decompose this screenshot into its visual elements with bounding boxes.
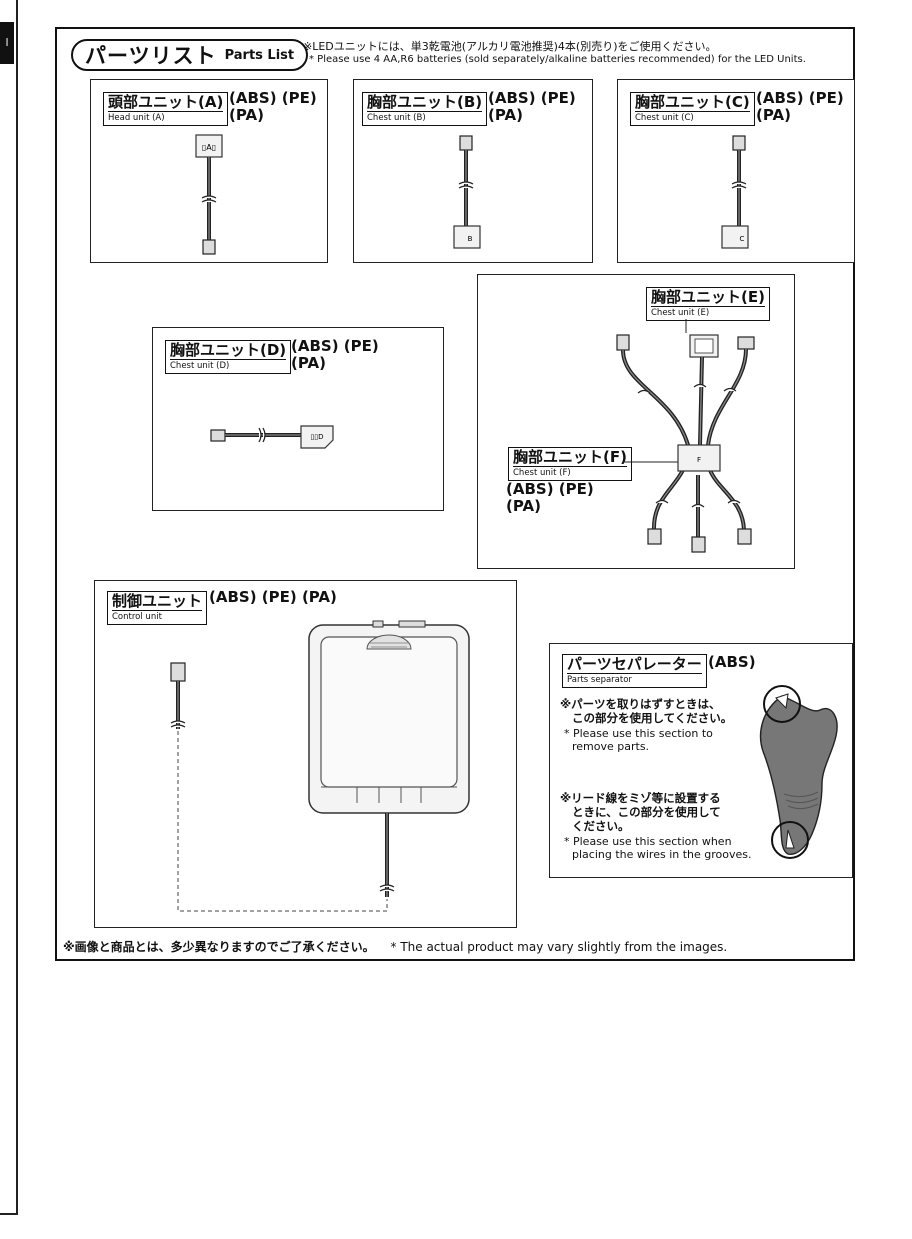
control-unit-name-jp: 制御ユニット: [112, 592, 203, 610]
page-edge-strip: l: [0, 0, 18, 1215]
unit-f-materials: (ABS) (PE) (PA): [506, 481, 594, 515]
edge-tab: l: [0, 22, 14, 64]
unit-f-mat-line2: (PA): [506, 497, 541, 515]
control-unit-label: 制御ユニット Control unit: [107, 591, 208, 625]
control-unit-panel: 制御ユニット Control unit (ABS) (PE) (PA): [94, 580, 517, 928]
unit-b-wire-illustration: B: [453, 135, 481, 249]
unit-c-mat-line1: (ABS) (PE): [756, 89, 844, 107]
svg-text:▯A▯: ▯A▯: [202, 143, 216, 152]
unit-f-name-jp: 胸部ユニット(F): [513, 448, 627, 466]
unit-b-label: 胸部ユニット(B) Chest unit (B): [362, 92, 488, 126]
svg-text:B: B: [468, 235, 473, 243]
unit-a-name-jp: 頭部ユニット(A): [108, 93, 224, 111]
unit-ef-panel: 胸部ユニット(E) Chest unit (E) 胸部ユニット(F) Chest…: [477, 274, 795, 569]
unit-a-wire-illustration: ▯A▯: [195, 134, 223, 255]
parts-list-sheet: パーツリスト Parts List ※LEDユニットには、単3乾電池(アルカリ電…: [55, 27, 855, 961]
control-unit-name-en: Control unit: [112, 610, 203, 622]
unit-d-panel: 胸部ユニット(D) Chest unit (D) (ABS) (PE) (PA)…: [152, 327, 444, 511]
unit-b-name-en: Chest unit (B): [367, 111, 483, 123]
unit-f-mat-line1: (ABS) (PE): [506, 480, 594, 498]
unit-b-mat-line1: (ABS) (PE): [488, 89, 576, 107]
control-unit-illustration: [170, 620, 470, 912]
separator-note2-jp-2: ときに、この部分を使用して: [572, 805, 721, 819]
separator-note1-jp-2: この部分を使用してください。: [572, 711, 733, 725]
battery-notice-en: * Please use 4 AA,R6 batteries (sold sep…: [309, 54, 806, 65]
separator-name-en: Parts separator: [567, 673, 702, 685]
title-jp: パーツリスト: [85, 44, 217, 68]
title-en: Parts List: [224, 47, 295, 63]
unit-b-name-jp: 胸部ユニット(B): [367, 93, 483, 111]
unit-a-panel: 頭部ユニット(A) Head unit (A) (ABS) (PE) (PA) …: [90, 79, 328, 263]
unit-d-wire-illustration: ▯▯D: [210, 425, 334, 449]
separator-note2-jp-3: ください。: [572, 819, 630, 833]
unit-a-name-en: Head unit (A): [108, 111, 224, 123]
unit-e-name-en: Chest unit (E): [651, 306, 765, 318]
svg-text:F: F: [697, 456, 701, 464]
unit-c-name-jp: 胸部ユニット(C): [635, 93, 750, 111]
parts-separator-panel: パーツセパレーター Parts separator (ABS) ※パーツを取りは…: [549, 643, 853, 878]
unit-b-panel: 胸部ユニット(B) Chest unit (B) (ABS) (PE) (PA)…: [353, 79, 593, 263]
unit-c-label: 胸部ユニット(C) Chest unit (C): [630, 92, 755, 126]
separator-note1-en-2: remove parts.: [572, 740, 650, 753]
unit-c-materials: (ABS) (PE) (PA): [756, 90, 844, 124]
unit-c-panel: 胸部ユニット(C) Chest unit (C) (ABS) (PE) (PA)…: [617, 79, 855, 263]
unit-e-name-jp: 胸部ユニット(E): [651, 288, 765, 306]
svg-text:C: C: [740, 235, 745, 243]
unit-d-label: 胸部ユニット(D) Chest unit (D): [165, 340, 292, 374]
unit-a-materials: (ABS) (PE) (PA): [229, 90, 317, 124]
parts-list-title: パーツリスト Parts List: [71, 39, 309, 71]
disclaimer-footer: ※画像と商品とは、多少異なりますのでご了承ください。 * The actual …: [63, 938, 727, 955]
unit-a-mat-line2: (PA): [229, 106, 264, 124]
separator-note2-en-2: placing the wires in the grooves.: [572, 848, 752, 861]
unit-d-name-en: Chest unit (D): [170, 359, 287, 371]
unit-b-mat-line2: (PA): [488, 106, 523, 124]
control-unit-materials: (ABS) (PE) (PA): [209, 588, 337, 606]
separator-note1-en-1: * Please use this section to: [564, 727, 713, 740]
unit-b-materials: (ABS) (PE) (PA): [488, 90, 576, 124]
unit-c-name-en: Chest unit (C): [635, 111, 750, 123]
separator-note1-jp-1: ※パーツを取りはずすときは、: [560, 697, 721, 711]
svg-text:▯▯D: ▯▯D: [310, 433, 323, 441]
separator-materials: (ABS): [708, 653, 756, 671]
unit-d-name-jp: 胸部ユニット(D): [170, 341, 287, 359]
disclaimer-jp: ※画像と商品とは、多少異なりますのでご了承ください。: [63, 940, 375, 954]
unit-a-label: 頭部ユニット(A) Head unit (A): [103, 92, 229, 126]
unit-c-wire-illustration: C: [721, 135, 749, 249]
unit-d-mat-line1: (ABS) (PE): [291, 337, 379, 355]
battery-notice-jp: ※LEDユニットには、単3乾電池(アルカリ電池推奨)4本(別売り)をご使用くださ…: [303, 40, 717, 53]
unit-f-name-en: Chest unit (F): [513, 466, 627, 478]
separator-name-jp: パーツセパレーター: [567, 655, 702, 673]
unit-e-label: 胸部ユニット(E) Chest unit (E): [646, 287, 770, 321]
unit-c-mat-line2: (PA): [756, 106, 791, 124]
separator-note2-en-1: * Please use this section when: [564, 835, 732, 848]
unit-a-mat-line1: (ABS) (PE): [229, 89, 317, 107]
battery-notice: ※LEDユニットには、単3乾電池(アルカリ電池推奨)4本(別売り)をご使用くださ…: [303, 40, 806, 66]
unit-ef-wire-illustration: F: [616, 319, 755, 553]
separator-illustration: [759, 685, 838, 859]
unit-d-materials: (ABS) (PE) (PA): [291, 338, 379, 372]
unit-d-mat-line2: (PA): [291, 354, 326, 372]
separator-label: パーツセパレーター Parts separator: [562, 654, 707, 688]
unit-f-label: 胸部ユニット(F) Chest unit (F): [508, 447, 632, 481]
disclaimer-en: * The actual product may vary slightly f…: [390, 940, 728, 954]
separator-note2-jp-1: ※リード線をミゾ等に設置する: [560, 791, 721, 805]
